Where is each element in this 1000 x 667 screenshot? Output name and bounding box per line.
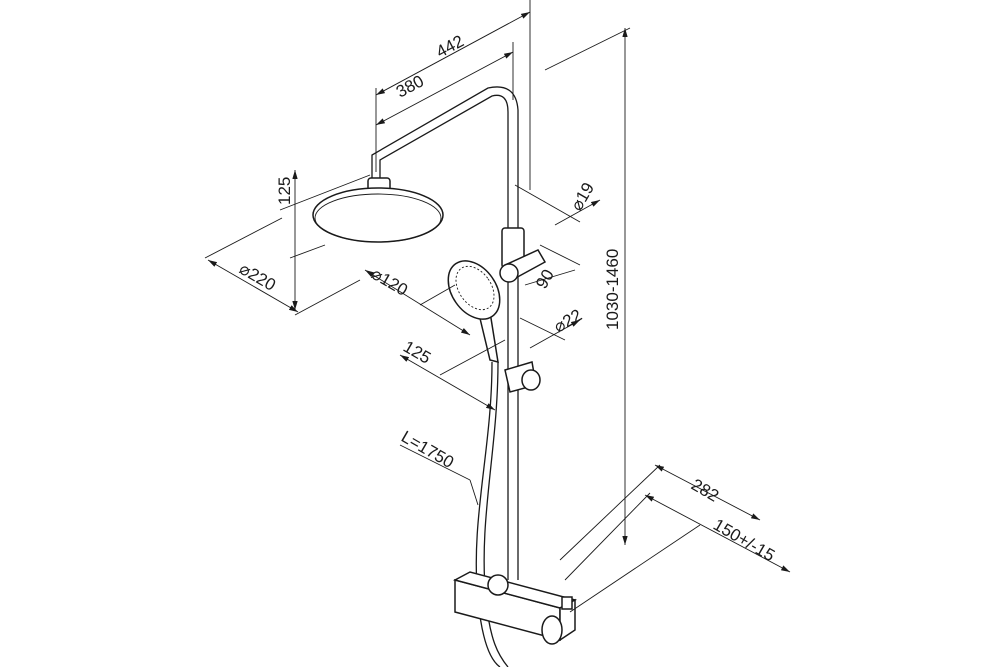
dim-holder-90: 90	[532, 266, 558, 292]
dim-depth-282: 282	[688, 475, 722, 506]
riser-pipe	[371, 86, 519, 580]
dim-height-range: 1030-1460	[603, 249, 622, 330]
hose	[475, 361, 509, 667]
dim-rail-22: ⌀22	[551, 305, 586, 336]
dim-head-diameter: ⌀220	[236, 259, 279, 295]
dim-rail-19: ⌀19	[567, 179, 598, 214]
dim-442: 442	[433, 31, 467, 61]
dim-head-height: 125	[275, 177, 294, 205]
dim-380: 380	[393, 71, 427, 101]
hand-shower	[447, 260, 501, 364]
dim-inlet-spacing: 150+/-15	[710, 515, 778, 565]
dim-hose-length: L=1750	[398, 427, 457, 472]
dim-hand-offset: 125	[400, 337, 434, 368]
slide-holder	[499, 227, 547, 393]
thermostat-mixer	[452, 571, 578, 645]
dimension-lines	[204, 0, 791, 613]
overhead-shower-head	[312, 177, 444, 243]
dim-hand-diameter: ⌀120	[368, 264, 411, 300]
